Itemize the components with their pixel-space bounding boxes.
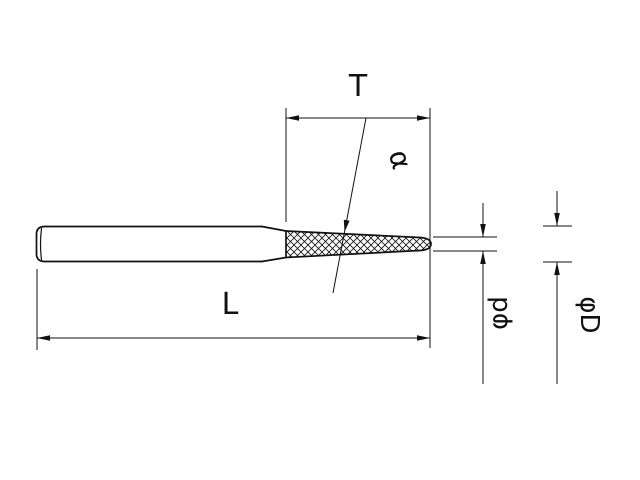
dimension-tip-diameter: φd bbox=[433, 203, 514, 384]
arrowhead bbox=[343, 219, 350, 232]
dimension-flute-length: T bbox=[285, 69, 431, 348]
tool-neck bbox=[261, 225, 287, 263]
leader-line bbox=[332, 117, 367, 294]
cutting-portion bbox=[285, 230, 432, 259]
arrowhead-right bbox=[417, 115, 430, 121]
arrowhead-up bbox=[554, 262, 560, 275]
arrowhead-up bbox=[480, 251, 486, 264]
dimension-label-phi-D: φD bbox=[574, 296, 604, 333]
dimension-overall-length: L bbox=[36, 269, 430, 350]
arrowhead-down bbox=[554, 213, 560, 226]
shank-end-face bbox=[39, 227, 43, 261]
tool-body bbox=[35, 225, 432, 263]
arrowhead-right bbox=[417, 335, 430, 341]
arrowhead-left bbox=[286, 115, 299, 121]
dimension-label-phi-d: φd bbox=[484, 296, 514, 330]
taper-angle-leader: α bbox=[332, 117, 419, 294]
dimension-body-diameter: φD bbox=[543, 191, 604, 384]
arrowhead-left bbox=[37, 335, 50, 341]
dimension-label-L: L bbox=[222, 287, 239, 322]
arrowhead-down bbox=[480, 224, 486, 237]
dimension-label-T: T bbox=[348, 69, 368, 104]
tool-shank bbox=[35, 225, 263, 263]
taper-angle-label: α bbox=[382, 146, 419, 172]
